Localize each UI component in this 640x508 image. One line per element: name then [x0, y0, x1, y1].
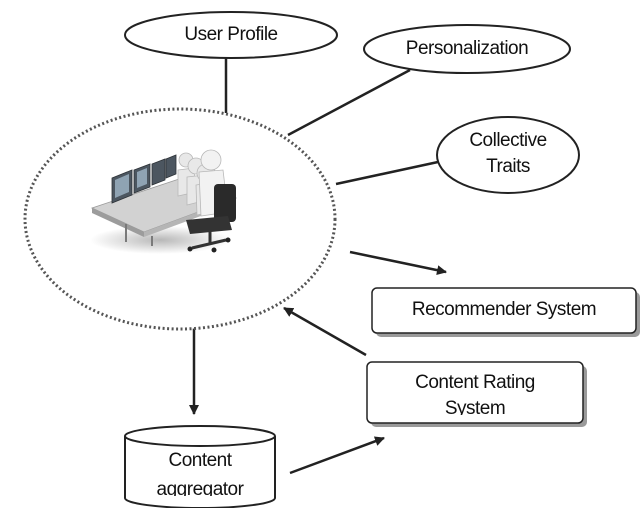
content-aggregator-node — [124, 425, 276, 508]
link-collective-traits — [335, 160, 439, 186]
content-aggregator-label-line2: aggregator — [156, 479, 244, 496]
user-profile-label: User Profile — [184, 24, 278, 45]
content-rating-label-line1: Content Rating — [415, 372, 535, 393]
content-rating-node — [366, 361, 584, 424]
content-aggregator-label-line1: Content — [168, 450, 232, 471]
personalization-node — [363, 24, 571, 74]
collective-traits-label-line2: Traits — [486, 156, 530, 173]
arrow-to-recommender — [349, 250, 447, 276]
personalization-label: Personalization — [405, 38, 529, 59]
recommender-system-node — [371, 287, 637, 334]
link-personalization — [287, 68, 411, 137]
user-profile-node — [124, 11, 338, 59]
collective-traits-node — [436, 116, 580, 194]
arrow-rating-to-center — [283, 306, 367, 357]
content-rating-label-line2: System — [444, 398, 506, 415]
collective-traits-label-line1: Collective — [469, 130, 547, 151]
recommender-system-label: Recommender System — [411, 299, 597, 320]
arrow-aggregator-to-rating — [289, 436, 385, 475]
users-at-computers-icon — [90, 149, 238, 254]
office-chair-icon — [186, 184, 236, 253]
